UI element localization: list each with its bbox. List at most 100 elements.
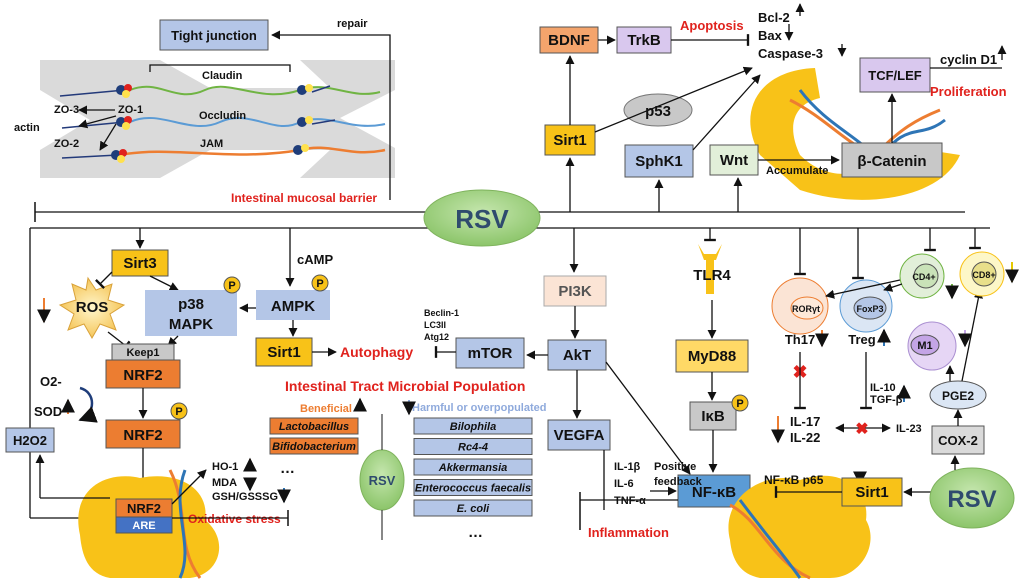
bdnf-label: BDNF [548,32,590,49]
trkb-label: TrkB [627,32,661,49]
autophagy-panel: cAMP AMPK P Sirt1 Autophagy mTOR Beclin-… [239,228,691,475]
ho1-label: HO-1 [212,461,238,473]
ros-label: ROS [76,299,109,316]
harmful-item-label: Enterococcus faecalis [415,483,531,495]
foxp3-label: FoxP3 [856,304,883,314]
harmful-item [413,479,533,496]
positive-label: Positive [654,461,696,473]
cd4-label: CD4+ [912,272,935,282]
h2o2-box [5,427,55,453]
cox2-box [931,425,985,455]
rsv-center-label: RSV [455,204,509,234]
claudin-label: Claudin [202,70,243,82]
svg-text:P: P [736,398,743,410]
sirt1-top-label: Sirt1 [553,132,586,149]
keep1-label: Keep1 [126,347,159,359]
beneficial-ellipsis: … [280,460,295,477]
apoptosis-label: Apoptosis [680,18,744,33]
o2-label: O2- [40,374,62,389]
myd88-label: MyD88 [688,348,736,365]
beta-catenin-label: β-Catenin [857,153,926,170]
pi3k-label: PI3K [558,283,592,300]
sirt1-nfkb-label: Sirt1 [855,484,888,501]
roryt-label: RORγt [792,304,820,314]
harmful-item-label: Rc4-4 [458,442,488,454]
actin-label: actin [14,122,40,134]
harmful-item [413,499,533,517]
caspase3-label: Caspase-3 [758,46,823,61]
sphk1-box [624,144,694,178]
nrf2-b-box [105,419,181,449]
ampk-phospho-badge [311,274,329,292]
nrf2-phospho-badge [170,402,188,420]
sirt1-autophagy-label: Sirt1 [267,344,300,361]
tnfa-label: TNF-α [614,495,646,507]
sirt3-label: Sirt3 [123,255,156,272]
ampk-box [256,290,330,320]
rsv-right-node [929,467,1015,529]
autophagy-label: Autophagy [340,344,413,360]
atg12-label: Atg12 [424,332,449,342]
vegfa-box [547,419,611,451]
nrf2-b-label: NRF2 [123,427,162,444]
microbial-panel: Intestinal Tract Microbial Population Be… [269,378,546,541]
jam-label: JAM [200,138,223,150]
lc3-label: LC3II [424,320,446,330]
svg-text:P: P [175,406,182,418]
il6-label: IL-6 [614,478,634,490]
harmful-item [413,458,533,476]
h2o2-label: H2O2 [13,433,47,448]
il10-label: IL-10 [870,382,896,394]
harmful-item [413,438,533,455]
jam-strand [119,148,301,157]
sirt1-top-box [544,124,596,156]
occludin-label: Occludin [199,110,246,122]
beneficial-item-label: Bifidobacterium [272,441,356,453]
tlr4-receptor [698,244,722,260]
ros-burst [58,276,126,340]
beneficial-heading: Beneficial [300,403,352,415]
beta-catenin-box [841,142,943,178]
harmful-item-label: Akkermansia [438,462,508,474]
bcl2-label: Bcl-2 [758,10,790,25]
accumulate-label: Accumulate [766,165,828,177]
feedback-label: feedback [654,476,703,488]
harmful-heading: Harmful or overpopulated [412,402,546,414]
harmful-ellipsis: … [468,524,483,541]
cd8-label: CD8+ [972,270,995,280]
mtor-label: mTOR [468,345,513,362]
barrier-caption: Intestinal mucosal barrier [231,191,377,205]
il23-label: IL-23 [896,423,922,435]
cox2-label: COX-2 [938,433,978,448]
p53-label: p53 [645,103,671,120]
rsv-center-node [423,189,541,247]
akt-label: AkT [563,347,591,364]
sirt3-box [111,249,169,277]
bax-label: Bax [758,28,783,43]
beneficial-item-label: Lactobacillus [279,421,349,433]
tight-junction-label: Tight junction [171,28,257,43]
beneficial-item [269,417,359,435]
ikb-phospho-badge [731,394,749,412]
nrf2-c-label: NRF2 [127,501,161,516]
rsv-microbe-label: RSV [369,473,396,488]
camp-label: cAMP [297,252,333,267]
vegfa-label: VEGFA [554,427,605,444]
gsh-label: GSH/GSSSG [212,491,278,503]
tcf-lef-label: TCF/LEF [868,68,921,83]
cyclin-d1-label: cyclin D1 [940,52,997,67]
intestinal-barrier-panel: Claudin Occludin JAM ZO-3 ZO-1 ZO-2 acti… [14,18,395,205]
harmful-item-label: E. coli [457,503,490,515]
rsv-right-label: RSV [947,486,996,513]
nfkb-p65-label: NF-κB p65 [764,473,824,487]
are-label: ARE [132,520,155,532]
are-box [115,516,173,534]
ampk-label: AMPK [271,298,315,315]
wnt-box [709,144,759,176]
harmful-item-label: Bilophila [450,421,496,433]
il17-label: IL-17 [790,414,820,429]
zo2-label: ZO-2 [54,138,79,150]
ikb-label: IκB [701,408,725,425]
